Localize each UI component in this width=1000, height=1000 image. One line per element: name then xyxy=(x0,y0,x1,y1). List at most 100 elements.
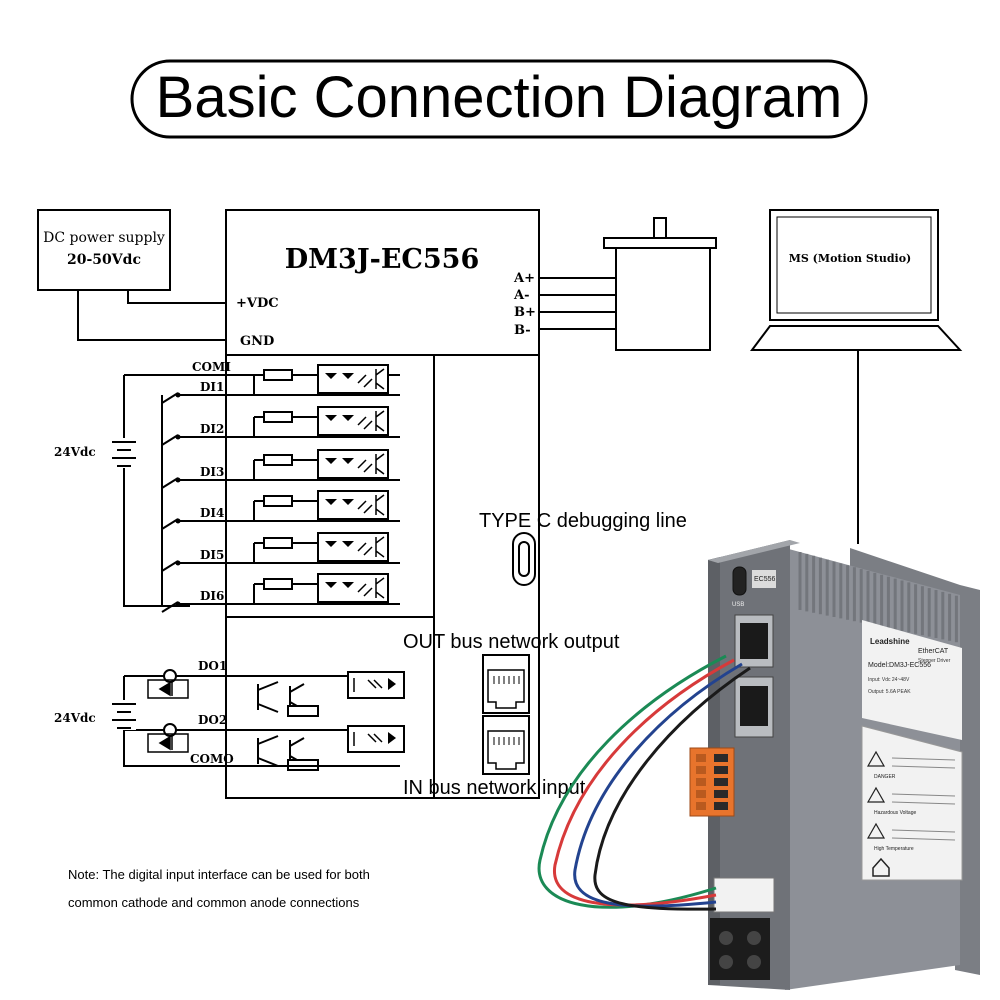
output-load-icon xyxy=(163,669,177,683)
connector-socket xyxy=(714,754,728,762)
input-pin-label: DI4 xyxy=(200,506,224,520)
motor-pin-a-plus: A+ xyxy=(513,271,535,286)
connector-pin xyxy=(696,754,706,762)
output-diode-icon xyxy=(158,681,173,697)
output-optocoupler-icon xyxy=(347,725,405,753)
input-resistor xyxy=(263,454,293,466)
optocoupler-diode-icon xyxy=(325,541,354,547)
output-transistor-icon xyxy=(257,735,279,767)
optocoupler-diode-icon xyxy=(325,458,354,464)
optocoupler-transistor-icon xyxy=(375,410,385,432)
input-switch-lever xyxy=(161,434,179,446)
input-supply-label: 24Vdc xyxy=(54,445,96,459)
warning-text-line xyxy=(891,837,956,841)
warning-text-line xyxy=(891,793,956,797)
optocoupler-diode-icon xyxy=(325,373,354,379)
input-supply-wire xyxy=(123,375,190,607)
gnd-label: GND xyxy=(240,334,274,349)
warning-label: High Temperature xyxy=(874,846,914,852)
device-type: Stepper Driver xyxy=(918,658,951,664)
connector-pin xyxy=(696,778,706,786)
vdc-label: +VDC xyxy=(236,296,279,311)
in-bus-callout: IN bus network input xyxy=(403,777,586,799)
warning-text-line xyxy=(891,765,956,769)
input-resistor xyxy=(263,495,293,507)
optocoupler-icon xyxy=(317,449,389,479)
input-switch-lever xyxy=(161,601,179,613)
warning-label: DANGER xyxy=(874,774,896,780)
device-warning-row: DANGER xyxy=(866,750,956,780)
input-switch-lever xyxy=(161,392,179,404)
power-supply-label: DC power supply xyxy=(43,230,165,246)
output-load-icon xyxy=(163,723,177,737)
optocoupler-icon xyxy=(317,406,389,436)
input-resistor xyxy=(263,369,293,381)
optocoupler-light-icon xyxy=(357,374,373,388)
output-optocoupler-led-icon xyxy=(388,678,396,690)
connector-socket xyxy=(714,790,728,798)
output-pin-label: DO2 xyxy=(198,713,227,727)
pc-software-label: MS (Motion Studio) xyxy=(789,252,912,265)
output-diode-frame xyxy=(147,679,189,699)
warning-triangle-icon xyxy=(866,822,886,839)
output-optocoupler-light-icon xyxy=(353,678,383,692)
driver-model: DM3J-EC556 xyxy=(285,244,480,275)
input-pin-label: DI5 xyxy=(200,548,224,562)
optocoupler-transistor-icon xyxy=(375,494,385,516)
gnd-wire xyxy=(77,290,226,341)
warning-triangle-icon xyxy=(866,786,886,803)
input-pin-label: DI6 xyxy=(200,589,224,603)
warning-text-line xyxy=(891,801,956,805)
output-diode-icon xyxy=(158,735,173,751)
device-model-label: Model:DM3J-EC556 xyxy=(868,662,931,669)
optocoupler-light-icon xyxy=(357,459,373,473)
device-warning-row: High Temperature xyxy=(866,822,956,852)
optocoupler-light-icon xyxy=(357,416,373,430)
input-pin-label: DI3 xyxy=(200,465,224,479)
driver-device-photo: USB EC556 Leadshine EtherCAT Stepper Dri… xyxy=(537,540,980,990)
warning-label: Hazardous Voltage xyxy=(874,810,916,816)
digital-input-row: DI6 xyxy=(161,573,400,613)
output-common-label: COMO xyxy=(190,752,234,766)
connector-socket xyxy=(714,802,728,810)
digital-output-row: DO2 xyxy=(124,713,405,771)
laptop-icon xyxy=(750,209,963,351)
title-frame xyxy=(130,59,868,139)
optocoupler-icon xyxy=(317,364,389,394)
power-supply-box xyxy=(37,209,171,291)
connector-socket xyxy=(714,778,728,786)
input-battery-icon xyxy=(112,438,136,468)
rj45-out-port xyxy=(482,654,530,714)
device-bus: EtherCAT xyxy=(918,648,949,655)
output-optocoupler-icon xyxy=(347,671,405,699)
note-line-2: common cathode and common anode connecti… xyxy=(68,895,360,910)
optocoupler-light-icon xyxy=(357,583,373,597)
digital-input-row: DI4 xyxy=(161,490,400,530)
output-optocoupler-light-icon xyxy=(353,732,383,746)
device-input-spec: Input: Vdc 24~48V xyxy=(868,677,910,683)
digital-output-row: DO1 xyxy=(124,659,405,717)
input-common-label: COMI xyxy=(192,360,231,374)
usb-type-c-port xyxy=(512,532,536,586)
output-pin-label: DO1 xyxy=(198,659,227,673)
optocoupler-transistor-icon xyxy=(375,577,385,599)
input-switch-lever xyxy=(161,560,179,572)
optocoupler-icon xyxy=(317,532,389,562)
connector-pin xyxy=(696,790,706,798)
input-resistor xyxy=(263,578,293,590)
digital-input-row: DI5 xyxy=(161,532,400,572)
device-output-spec: Output: 5.6A PEAK xyxy=(868,689,911,695)
device-brand: Leadshine xyxy=(870,637,910,646)
output-diode-frame xyxy=(147,733,189,753)
device-usb-label: USB xyxy=(732,602,744,608)
optocoupler-light-icon xyxy=(357,542,373,556)
note-line-1: Note: The digital input interface can be… xyxy=(68,867,370,882)
warning-text-line xyxy=(891,829,956,833)
warning-triangle-icon xyxy=(866,750,886,767)
rj45-in-port xyxy=(482,715,530,775)
optocoupler-transistor-icon xyxy=(375,453,385,475)
output-transistor-icon xyxy=(257,681,279,713)
input-switch-lever xyxy=(161,518,179,530)
motor-pin-a-minus: A- xyxy=(513,288,529,303)
